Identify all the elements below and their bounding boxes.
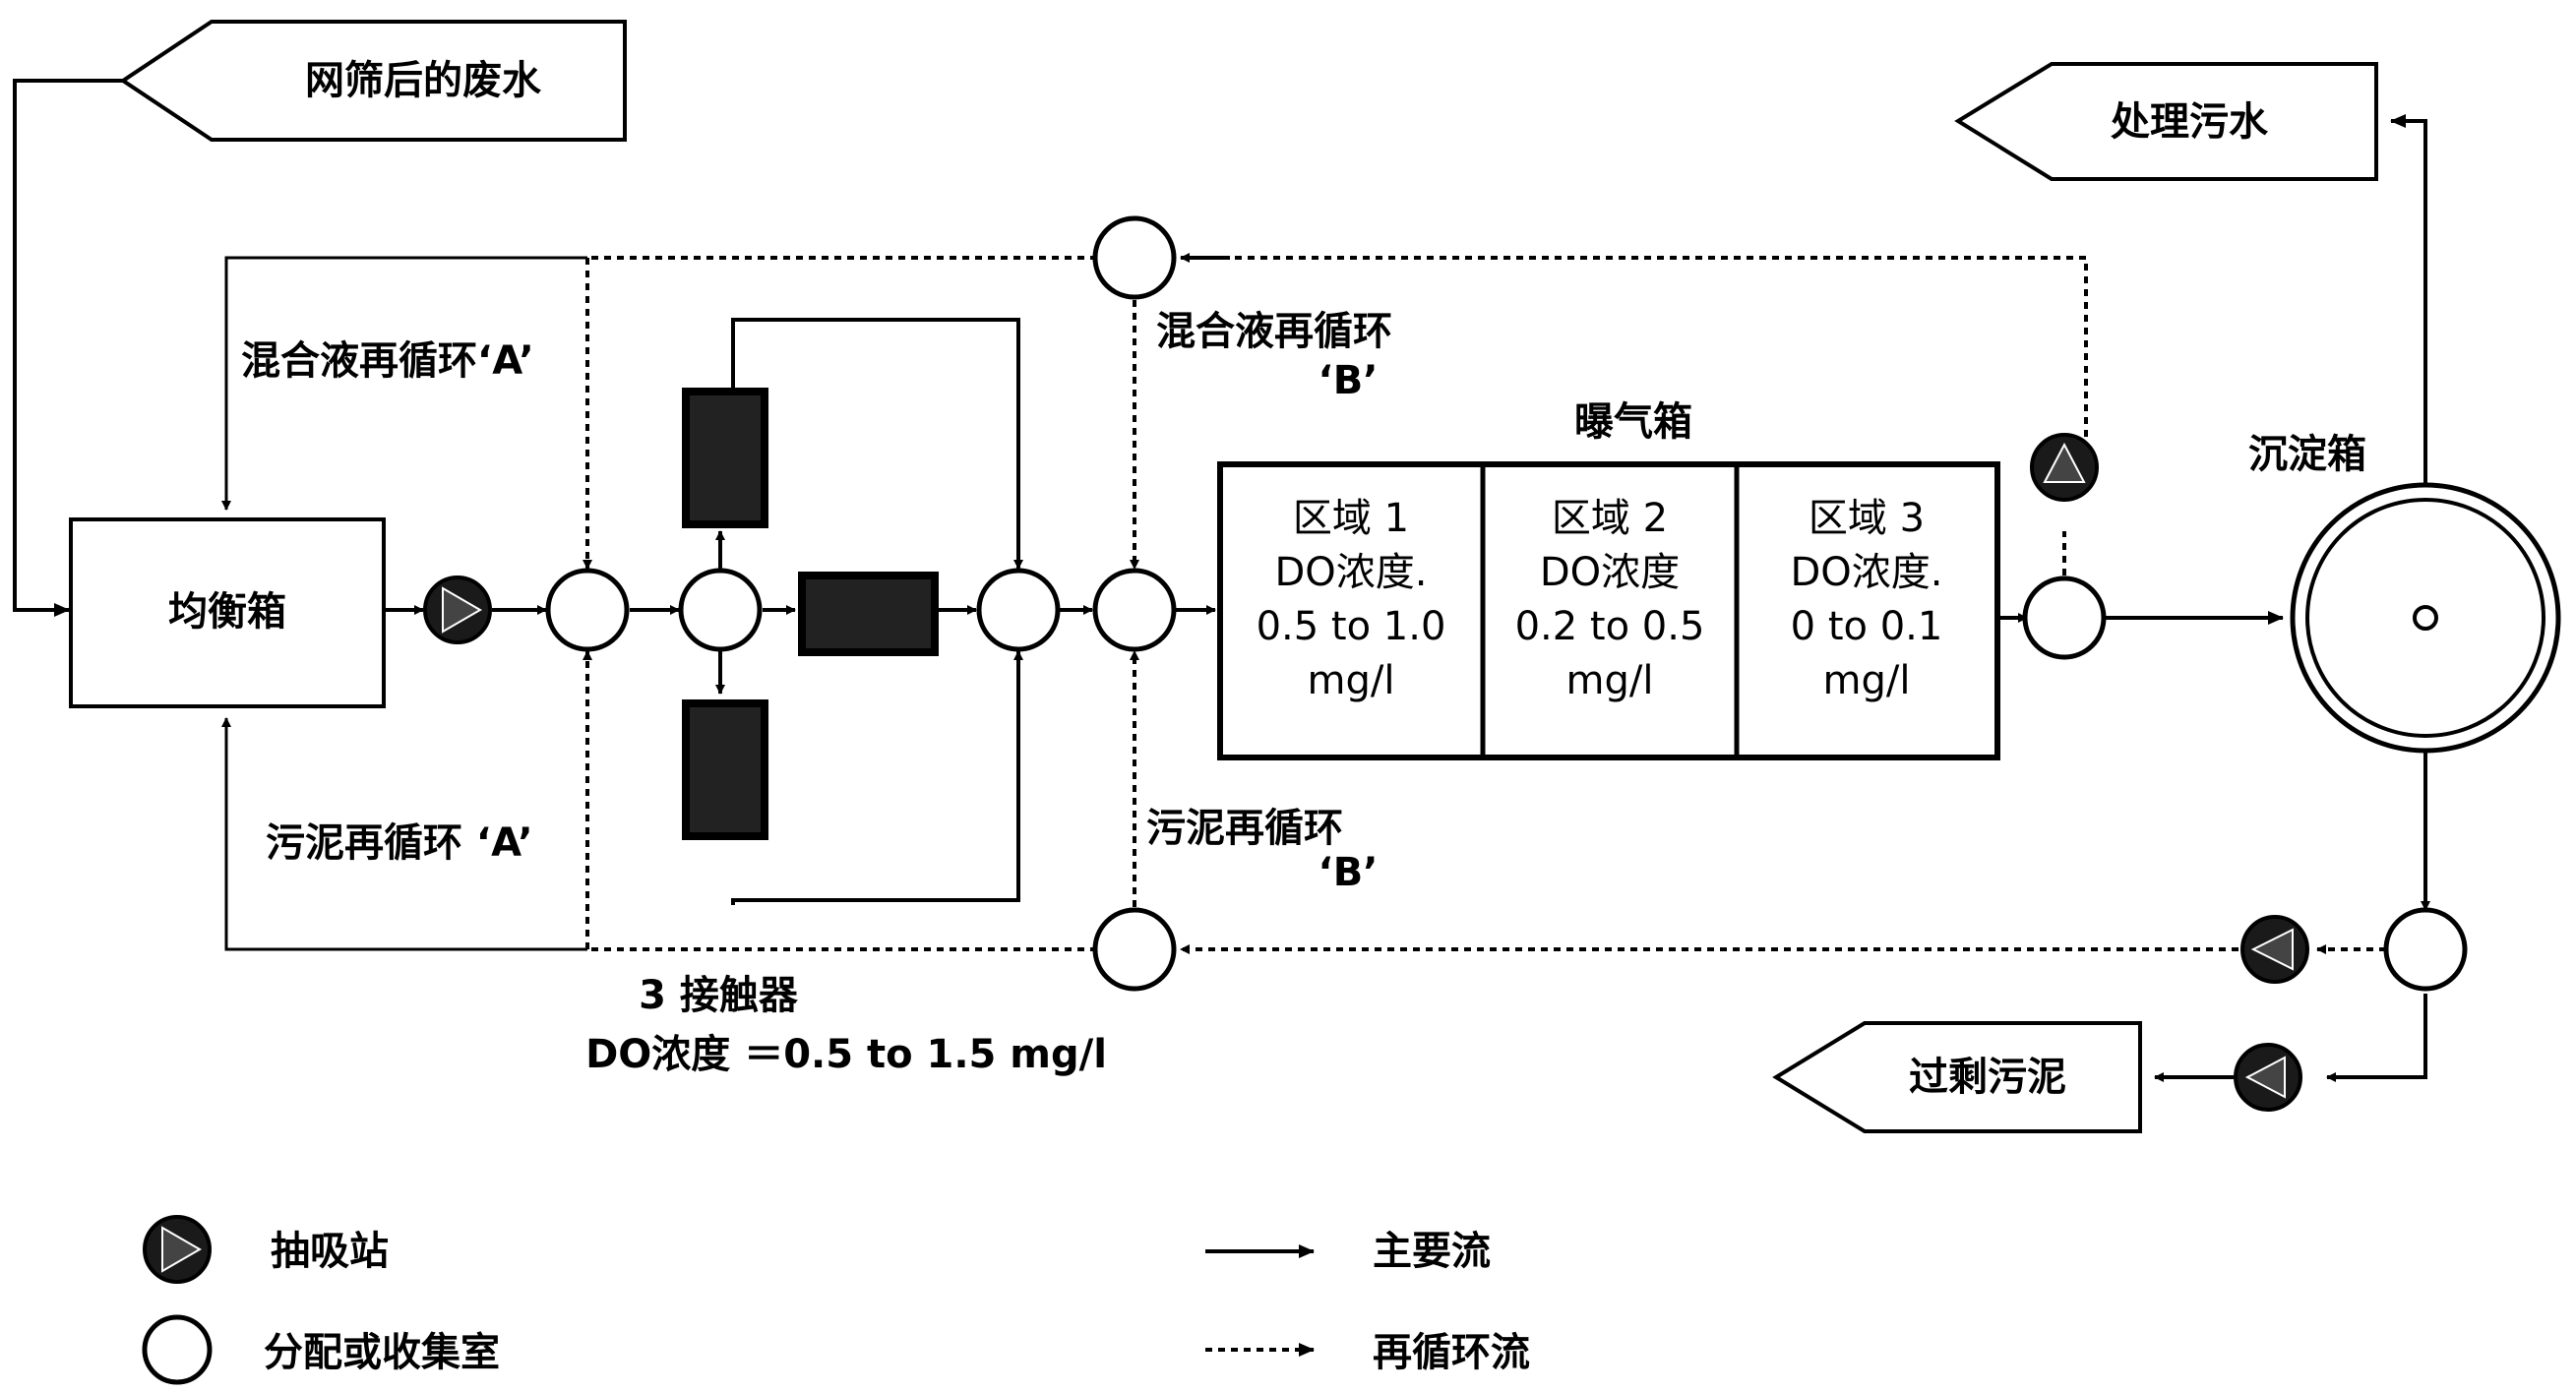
svg-text:0 to 0.1: 0 to 0.1	[1791, 604, 1943, 649]
pump-icon	[423, 575, 492, 644]
chamber-icon	[678, 568, 763, 652]
outlet-label: 过剩污泥	[1909, 1055, 2066, 1100]
clarifier-label: 沉淀箱	[2248, 432, 2366, 477]
svg-text:0.2 to 0.5: 0.2 to 0.5	[1515, 604, 1705, 649]
svg-text:mg/l: mg/l	[1308, 658, 1395, 703]
outlet-label: 处理污水	[2111, 99, 2269, 145]
legend-pump-icon	[143, 1215, 212, 1284]
legend-main-flow-label: 主要流	[1373, 1229, 1491, 1274]
svg-text:mg/l: mg/l	[1566, 658, 1654, 703]
legend-chamber-icon	[142, 1314, 213, 1385]
chamber-icon	[1092, 215, 1177, 300]
svg-text:DO浓度.: DO浓度.	[1275, 550, 1428, 595]
sludge-recycle-a-label: 污泥再循环 ‘A’	[266, 820, 533, 866]
pump-icon	[2030, 433, 2099, 502]
svg-text:0.5 to 1.0: 0.5 to 1.0	[1257, 604, 1446, 649]
svg-text:区域 2: 区域 2	[1552, 496, 1668, 541]
aeration-tank-label: 曝气箱	[1574, 399, 1692, 445]
main-flow-lines	[13, 79, 2430, 1082]
chamber-icon	[976, 568, 1061, 652]
chamber-icon	[545, 568, 630, 652]
outlet-treated-effluent: 处理污水	[1954, 62, 2378, 181]
mixed-liquor-recycle-b-tag: ‘B’	[1319, 358, 1379, 403]
mixed-liquor-recycle-a-label: 混合液再循环‘A’	[241, 338, 534, 384]
zone-2: 区域 2 DO浓度 0.2 to 0.5 mg/l	[1515, 496, 1705, 703]
zone-1: 区域 1 DO浓度. 0.5 to 1.0 mg/l	[1257, 496, 1446, 703]
chambers	[545, 215, 2468, 992]
sludge-recycle-b-tag: ‘B’	[1319, 850, 1379, 895]
legend-chamber-label: 分配或收集室	[264, 1330, 500, 1375]
svg-text:DO浓度: DO浓度	[1540, 550, 1680, 595]
svg-text:mg/l: mg/l	[1823, 658, 1911, 703]
zone-3: 区域 3 DO浓度. 0 to 0.1 mg/l	[1791, 496, 1943, 703]
pump-icon	[2234, 1043, 2302, 1112]
svg-text:区域 3: 区域 3	[1809, 496, 1925, 541]
clarifier: 沉淀箱	[2248, 432, 2561, 754]
svg-text:DO浓度.: DO浓度.	[1791, 550, 1943, 595]
contactor-top	[682, 388, 768, 528]
aeration-tank: 曝气箱 区域 1 DO浓度. 0.5 to 1.0 mg/l 区域 2 DO浓度…	[1217, 399, 2000, 760]
mixed-liquor-recycle-b-label: 混合液再循环	[1156, 309, 1392, 354]
chamber-icon	[1092, 568, 1177, 652]
contactors-do: DO浓度 ＝0.5 to 1.5 mg/l	[585, 1032, 1107, 1077]
contactor-middle	[798, 572, 939, 656]
equalization-tank: 均衡箱	[69, 517, 386, 708]
svg-text:区域 1: 区域 1	[1293, 496, 1409, 541]
chamber-icon	[2383, 907, 2468, 992]
recycle-flow-lines	[583, 253, 2386, 954]
contactors	[682, 388, 939, 840]
recycle-solid-lines	[221, 256, 587, 951]
legend-recycle-flow-label: 再循环流	[1373, 1330, 1530, 1375]
chamber-icon	[2022, 575, 2107, 660]
pump-icon	[2240, 915, 2309, 984]
chamber-icon	[1092, 907, 1177, 992]
inlet-label: 网筛后的废水	[305, 58, 542, 103]
contactor-bottom	[682, 699, 768, 840]
outlet-excess-sludge: 过剩污泥	[1772, 1021, 2142, 1133]
equalization-tank-label: 均衡箱	[168, 589, 286, 635]
contactors-title: 3 接触器	[639, 973, 799, 1018]
inlet-screened-wastewater: 网筛后的废水	[119, 20, 627, 142]
legend: 抽吸站 分配或收集室 主要流 再循环流	[142, 1215, 1530, 1385]
sludge-recycle-b-label: 污泥再循环	[1146, 806, 1343, 851]
legend-pump-label: 抽吸站	[271, 1229, 389, 1274]
